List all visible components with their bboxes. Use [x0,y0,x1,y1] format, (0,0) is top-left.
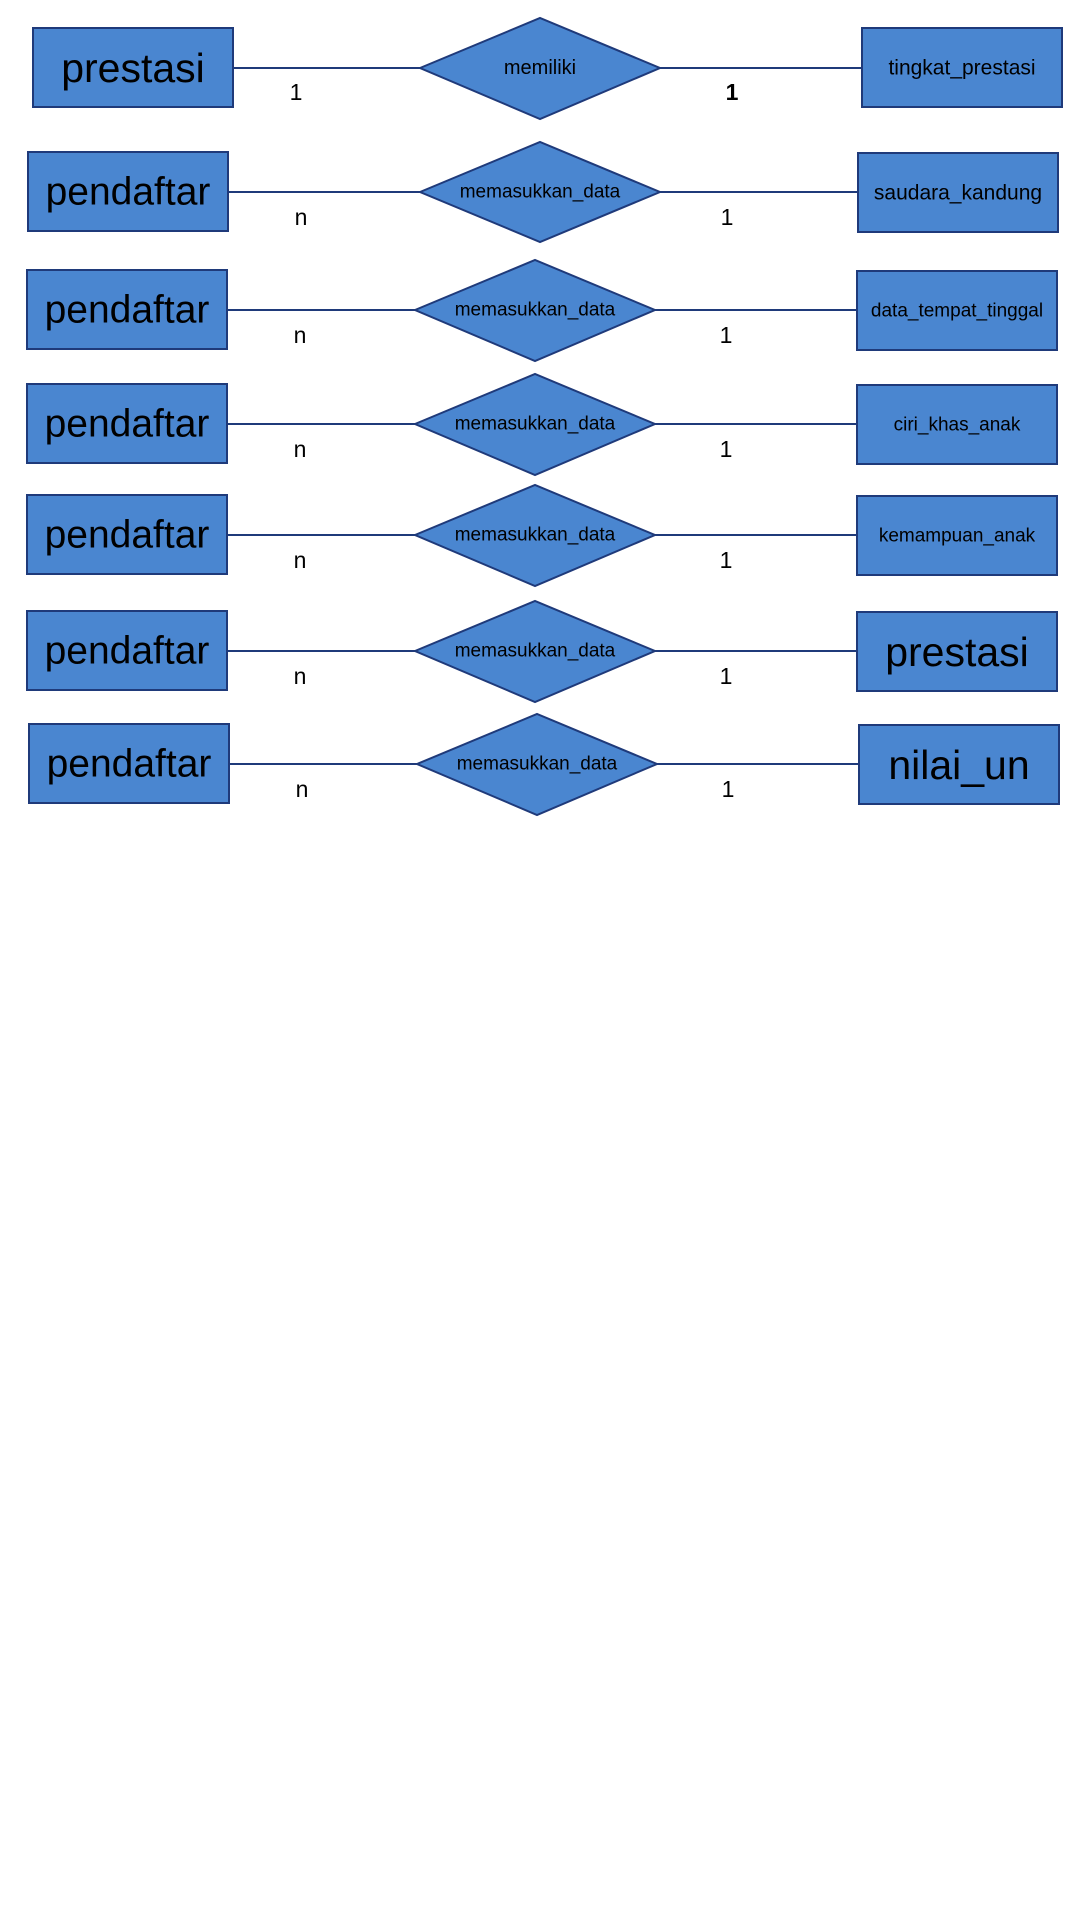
relationship-memasukkan-data[interactable]: memasukkan_data [412,599,658,704]
relationship-label: memasukkan_data [457,754,618,775]
entity-kemampuan-anak[interactable]: kemampuan_anak [856,495,1058,576]
entity-label: prestasi [885,629,1029,675]
relationship-memiliki[interactable]: memiliki [417,16,663,121]
cardinality-right: 1 [720,547,733,573]
cardinality-right: 1 [720,663,733,689]
cardinality-left: 1 [290,79,303,105]
er-row-pendaftar-data-tempat-tinggal: pendaftar memasukkan_data data_tempat_ti… [26,258,1058,363]
entity-prestasi[interactable]: prestasi [856,611,1058,692]
entity-label: pendaftar [46,171,211,214]
cardinality-left: n [294,547,307,573]
relationship-label: memasukkan_data [455,525,616,546]
er-row-pendaftar-ciri-khas-anak: pendaftar memasukkan_data ciri_khas_anak… [26,372,1058,477]
er-row-pendaftar-saudara-kandung: pendaftar memasukkan_data saudara_kandun… [27,140,1059,244]
entity-data-tempat-tinggal[interactable]: data_tempat_tinggal [856,270,1058,351]
relationship-memasukkan-data[interactable]: memasukkan_data [412,372,658,477]
er-row-prestasi-tingkat-prestasi: prestasi memiliki tingkat_prestasi 1 1 [32,16,1063,121]
cardinality-right: 1 [726,79,739,105]
entity-label: pendaftar [45,514,210,557]
relationship-label: memasukkan_data [455,414,616,435]
entity-label: prestasi [61,45,205,91]
relationship-label: memasukkan_data [455,641,616,662]
cardinality-left: n [294,322,307,348]
relationship-memasukkan-data[interactable]: memasukkan_data [412,258,658,363]
relationship-label: memasukkan_data [455,300,616,321]
cardinality-left: n [295,204,308,230]
entity-tingkat-prestasi[interactable]: tingkat_prestasi [861,27,1063,108]
cardinality-left: n [294,436,307,462]
cardinality-left: n [294,663,307,689]
relationship-label: memiliki [504,57,576,79]
relationship-label: memasukkan_data [460,182,621,203]
er-row-pendaftar-prestasi: pendaftar memasukkan_data prestasi n 1 [26,599,1058,704]
relationship-memasukkan-data[interactable]: memasukkan_data [417,140,663,244]
entity-pendaftar[interactable]: pendaftar [26,269,228,350]
relationship-memasukkan-data[interactable]: memasukkan_data [414,712,660,817]
cardinality-right: 1 [722,776,735,802]
er-row-pendaftar-nilai-un: pendaftar memasukkan_data nilai_un n 1 [28,712,1060,817]
cardinality-left: n [296,776,309,802]
entity-label: kemampuan_anak [879,526,1036,547]
entity-ciri-khas-anak[interactable]: ciri_khas_anak [856,384,1058,465]
entity-nilai-un[interactable]: nilai_un [858,724,1060,805]
entity-label: tingkat_prestasi [888,57,1035,80]
cardinality-right: 1 [720,322,733,348]
entity-pendaftar[interactable]: pendaftar [28,723,230,804]
entity-pendaftar[interactable]: pendaftar [26,610,228,691]
entity-pendaftar[interactable]: pendaftar [27,151,229,232]
entity-label: pendaftar [45,289,210,332]
entity-pendaftar[interactable]: pendaftar [26,383,228,464]
entity-label: saudara_kandung [874,182,1042,205]
er-row-pendaftar-kemampuan-anak: pendaftar memasukkan_data kemampuan_anak… [26,483,1058,588]
entity-pendaftar[interactable]: pendaftar [26,494,228,575]
entity-label: pendaftar [47,743,212,786]
cardinality-right: 1 [721,204,734,230]
entity-label: ciri_khas_anak [894,415,1021,436]
entity-label: data_tempat_tinggal [871,301,1043,322]
entity-label: pendaftar [45,403,210,446]
entity-label: pendaftar [45,630,210,673]
entity-saudara-kandung[interactable]: saudara_kandung [857,152,1059,233]
entity-prestasi[interactable]: prestasi [32,27,234,108]
cardinality-right: 1 [720,436,733,462]
relationship-memasukkan-data[interactable]: memasukkan_data [412,483,658,588]
entity-label: nilai_un [888,742,1029,788]
